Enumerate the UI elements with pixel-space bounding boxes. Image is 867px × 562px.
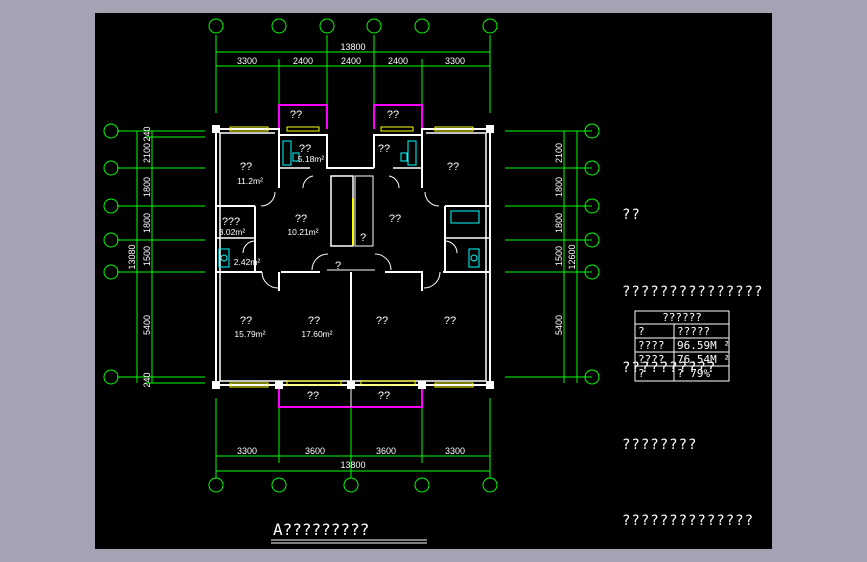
- dining-right-label: ??: [389, 213, 401, 225]
- stair-label: ?: [360, 232, 366, 244]
- note-line-3: ????????: [622, 436, 698, 453]
- bedroom-tl-label: ??: [240, 161, 252, 173]
- bedroom-bl-area: 15.79m²: [234, 329, 265, 339]
- note-line-2: ??????????: [622, 360, 717, 376]
- left-total-dim: 13080: [127, 244, 137, 269]
- area-table: ?????? ? ????? ???? 96.59M ² ???? 76.54M…: [634, 310, 730, 382]
- kitchen-right-label: ??: [378, 143, 390, 155]
- top-dim-3: 2400: [341, 56, 361, 66]
- living-left-label: ??: [308, 315, 320, 327]
- note-line-1: ???????????????: [622, 283, 764, 300]
- table-r2-c1: ????: [638, 339, 665, 352]
- balcony-bottom-left-label: ??: [307, 390, 319, 402]
- table-r3-c2: 76.54M ²: [677, 353, 730, 366]
- bedroom-tr-label: ??: [447, 161, 459, 173]
- fixtures: [218, 140, 480, 268]
- living-left-area: 17.60m²: [301, 329, 332, 339]
- left-dim-2: 2100: [142, 143, 152, 163]
- note-line-4: ??????????????: [622, 513, 755, 529]
- bath-area: 2.42m²: [234, 257, 261, 267]
- table-r1-c2: ?????: [677, 325, 710, 338]
- bedroom-bl-label: ??: [240, 315, 252, 327]
- table-r1-c1: ?: [638, 325, 645, 338]
- living-right-label: ??: [376, 315, 388, 327]
- table-r3-c1: ????: [638, 353, 665, 366]
- right-total-dim: 12600: [567, 244, 577, 269]
- plan-title: A?????????: [273, 520, 369, 539]
- dimension-lines: [103, 18, 600, 493]
- dining-left-label: ??: [295, 213, 307, 225]
- top-total-dim: 13800: [340, 42, 365, 52]
- right-dim-5: 5400: [554, 315, 564, 335]
- table-r2-c2: 96.59M ²: [677, 339, 730, 352]
- balcony-top-right-label: ??: [387, 109, 399, 121]
- windows: [229, 126, 474, 388]
- balcony-bottom-right-label: ??: [378, 390, 390, 402]
- plan-title-group: A?????????: [271, 520, 427, 544]
- balconies: [278, 104, 423, 408]
- top-dim-1: 3300: [237, 56, 257, 66]
- bedroom-tl-area: 11.2m²: [237, 176, 263, 186]
- bottom-dim-4: 3300: [445, 446, 465, 456]
- bottom-dim-1: 3300: [237, 446, 257, 456]
- top-dim-2: 2400: [293, 56, 313, 66]
- floor-plan[interactable]: .g { stroke: #00ff00; stroke-width: 1; f…: [95, 13, 772, 549]
- right-dim-4: 1500: [554, 246, 564, 266]
- design-notes: ?? ??????????????? ?????????? ???????? ?…: [622, 152, 763, 560]
- balcony-top-left-label: ??: [290, 109, 302, 121]
- table-r4-c1: ?: [638, 367, 645, 380]
- storage-label: ???: [222, 216, 240, 228]
- left-dim-7: 240: [142, 372, 152, 387]
- stair-landing-label: ?: [335, 260, 341, 272]
- right-dim-2: 1800: [554, 177, 564, 197]
- bottom-dim-3: 3600: [376, 446, 396, 456]
- top-dim-4: 2400: [388, 56, 408, 66]
- bottom-dim-2: 3600: [305, 446, 325, 456]
- kitchen-left-area: 5.18m²: [298, 154, 325, 164]
- left-dim-5: 1500: [142, 246, 152, 266]
- dining-left-area: 10.21m²: [287, 227, 318, 237]
- bedroom-br-label: ??: [444, 315, 456, 327]
- right-dim-3: 1800: [554, 213, 564, 233]
- table-r4-c2: ? 79%: [677, 367, 710, 380]
- axis-bubbles: [103, 18, 600, 493]
- storage-area: 3.02m²: [219, 227, 246, 237]
- top-dim-5: 3300: [445, 56, 465, 66]
- kitchen-left-label: ??: [299, 143, 311, 155]
- left-dim-6: 5400: [142, 315, 152, 335]
- table-title: ??????: [662, 311, 702, 324]
- left-dim-3: 1800: [142, 177, 152, 197]
- note-heading: ??: [622, 207, 641, 223]
- right-dim-1: 2100: [554, 143, 564, 163]
- left-dim-1: 240: [142, 126, 152, 141]
- dimension-texts: 13800 3300 2400 2400 2400 3300 3300 3600…: [127, 42, 577, 470]
- room-labels: ?? ?? ?? 5.18m² ?? ?? 11.2m² ?? ?? 10.21…: [219, 109, 459, 402]
- drawing-canvas[interactable]: .g { stroke: #00ff00; stroke-width: 1; f…: [95, 13, 772, 549]
- left-dim-4: 1800: [142, 213, 152, 233]
- bottom-total-dim: 13800: [340, 460, 365, 470]
